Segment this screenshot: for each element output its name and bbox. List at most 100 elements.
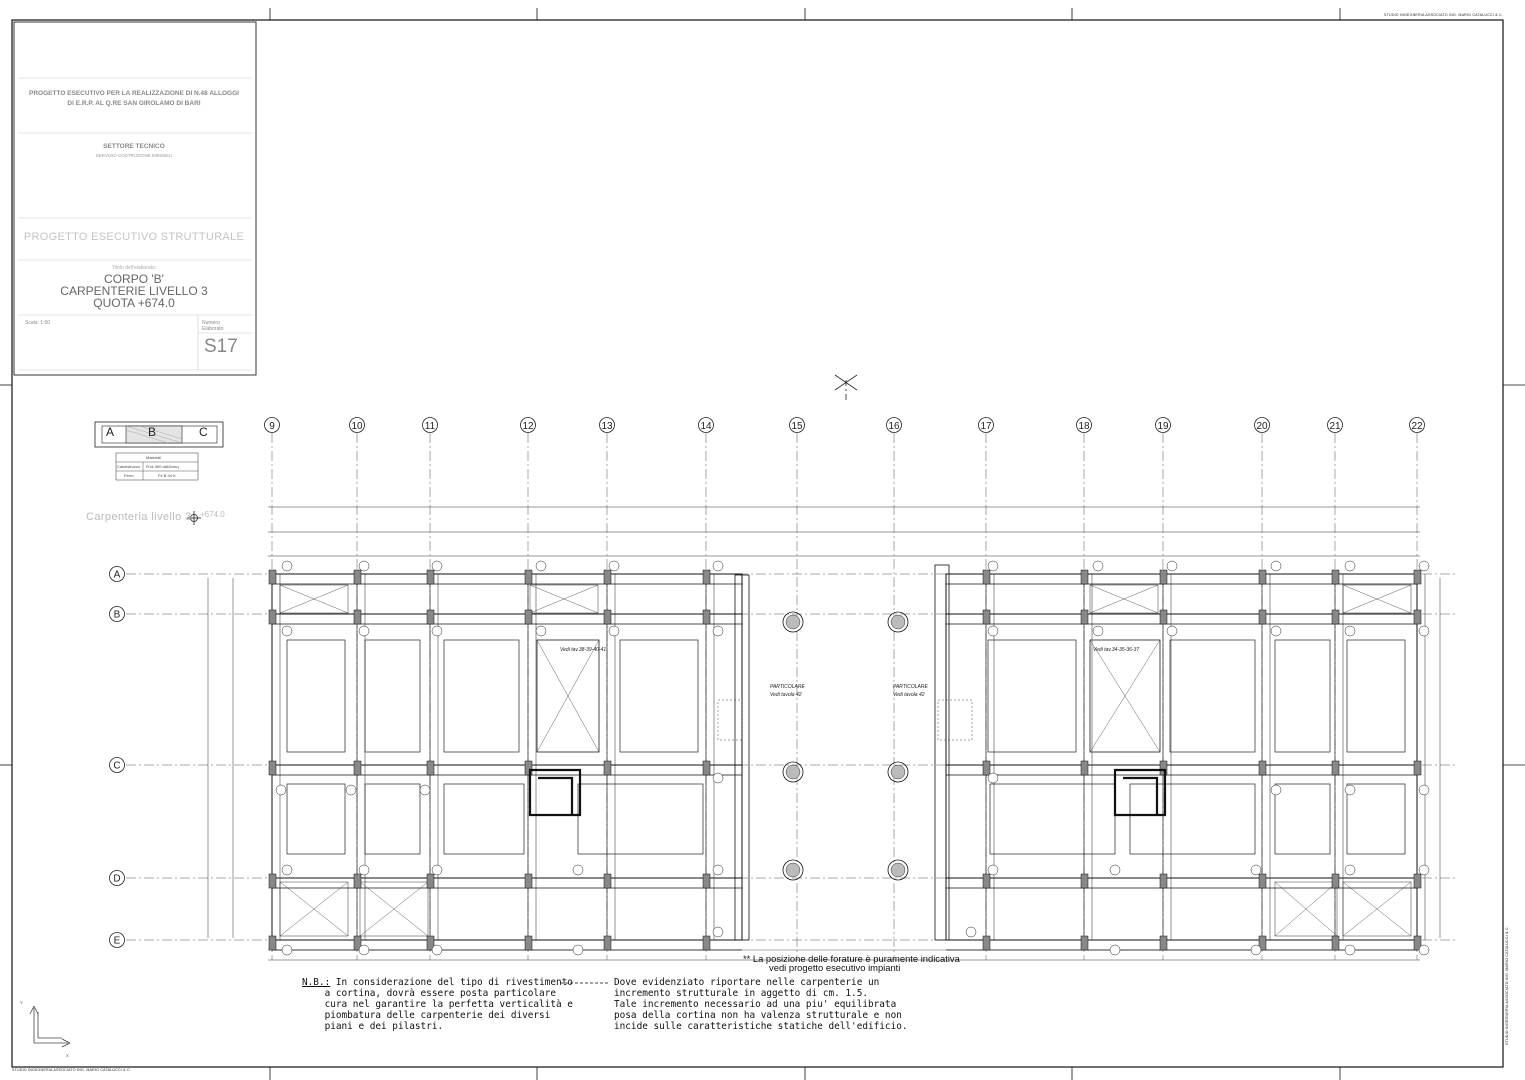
- axis-label-11: 11: [425, 421, 436, 432]
- stair-wall: [734, 574, 750, 941]
- column: [268, 760, 277, 776]
- number-caption: Numero Elaborato: [202, 320, 242, 332]
- opening: [279, 881, 349, 937]
- column: [1159, 609, 1168, 625]
- title-line-3: QUOTA +674.0: [93, 296, 175, 310]
- column: [426, 935, 435, 951]
- node-bubble: [281, 560, 293, 572]
- axis-bubble-18: [1076, 417, 1092, 433]
- node-bubble: [608, 625, 620, 637]
- node-bubble: [1166, 625, 1178, 637]
- axis-label-20: 20: [1256, 421, 1268, 432]
- opening-cross: [279, 881, 349, 937]
- column: [1080, 873, 1089, 889]
- see-reference-left: Vedi tav.38-39-40-41: [560, 647, 606, 653]
- slab-panel: [1169, 639, 1256, 753]
- dashed-leader: [560, 982, 610, 984]
- node-bubble: [1166, 560, 1178, 572]
- axis-label-16: 16: [888, 421, 900, 432]
- axis-bubble-14: [698, 417, 714, 433]
- key-plan-b: B: [148, 425, 157, 439]
- see-reference-right: Vedi tav.34-35-36-37: [1093, 647, 1139, 653]
- axis-bubble-22: [1409, 417, 1425, 433]
- opening-cross: [279, 584, 349, 614]
- slab-panel: [364, 639, 421, 753]
- column: [603, 873, 612, 889]
- axis-bubble-16: [886, 417, 902, 433]
- axis-bubble-E: [109, 932, 125, 948]
- node-bubble: [345, 784, 357, 796]
- axis-bubble-11: [422, 417, 438, 433]
- sector-label: SETTORE TECNICO: [103, 143, 165, 150]
- studio-stamp-top: STUDIO INGEGNERIA ASSOCIATO ING. MARIO C…: [1384, 13, 1503, 17]
- column: [1331, 569, 1340, 585]
- node-bubble: [281, 625, 293, 637]
- slab-panel: [443, 783, 525, 855]
- particolare-ref-right: Vedi tavola 42: [893, 692, 925, 698]
- drawing-title: CORPO 'B' CARPENTERIE LIVELLO 3 QUOTA +6…: [14, 273, 254, 309]
- node-bubble: [431, 560, 443, 572]
- slab-panel: [577, 783, 704, 855]
- structural-label: PROGETTO ESECUTIVO STRUTTURALE: [23, 231, 245, 243]
- svg-text:Y: Y: [20, 1000, 23, 1005]
- column: [353, 569, 362, 585]
- column: [702, 873, 711, 889]
- key-plan-c: C: [199, 425, 208, 439]
- node-bubble: [275, 784, 287, 796]
- materials-concrete-value: R'ck 300 daN/cmq: [146, 464, 179, 469]
- node-bubble: [535, 560, 547, 572]
- column: [524, 935, 533, 951]
- round-column-core: [890, 862, 906, 878]
- node-bubble: [712, 772, 724, 784]
- column: [268, 873, 277, 889]
- node-bubble: [1270, 560, 1282, 572]
- column: [982, 873, 991, 889]
- column: [353, 873, 362, 889]
- particolare-ref-left: Vedi tavola 42: [770, 692, 802, 698]
- column: [268, 569, 277, 585]
- node-bubble: [1270, 625, 1282, 637]
- title-line-1: CORPO 'B': [104, 272, 164, 286]
- column: [1258, 569, 1267, 585]
- stair-wall: [934, 564, 950, 941]
- node-bubble: [1344, 784, 1356, 796]
- node-bubble: [572, 864, 584, 876]
- node-bubble: [431, 944, 443, 956]
- key-plan-a: A: [106, 425, 115, 439]
- round-column: [887, 859, 909, 881]
- elevator-core: [528, 768, 582, 817]
- nb-text: In considerazione del tipo di rivestimen…: [324, 977, 573, 1032]
- axis-label-22: 22: [1411, 421, 1423, 432]
- nb-note: N.B.: In considerazione del tipo di rive…: [302, 977, 573, 1032]
- column: [982, 935, 991, 951]
- axis-label-14: 14: [700, 421, 712, 432]
- axis-label-12: 12: [522, 421, 534, 432]
- column: [702, 760, 711, 776]
- block-outline: [271, 573, 743, 941]
- slab-panel: [1274, 639, 1331, 753]
- column: [1258, 609, 1267, 625]
- axis-bubble-20: [1254, 417, 1270, 433]
- title-caption: Titolo dell'elaborato:: [111, 265, 157, 271]
- column: [1159, 569, 1168, 585]
- column: [1080, 569, 1089, 585]
- node-bubble: [281, 864, 293, 876]
- node-bubble: [1270, 784, 1282, 796]
- column: [982, 760, 991, 776]
- slab-panel: [1129, 783, 1256, 855]
- opening: [1274, 881, 1338, 937]
- axis-label-C: C: [113, 761, 120, 772]
- node-bubble: [1250, 944, 1262, 956]
- opening-cross: [1089, 639, 1161, 753]
- opening: [1342, 881, 1412, 937]
- column: [1080, 935, 1089, 951]
- node-bubble: [1250, 864, 1262, 876]
- round-column: [887, 611, 909, 633]
- elevator-core: [1113, 768, 1167, 817]
- node-bubble: [281, 944, 293, 956]
- slab-panel: [286, 783, 346, 855]
- cortina-note: Dove evidenziato riportare nelle carpent…: [614, 977, 908, 1032]
- column: [1331, 760, 1340, 776]
- axis-bubble-C: [109, 757, 125, 773]
